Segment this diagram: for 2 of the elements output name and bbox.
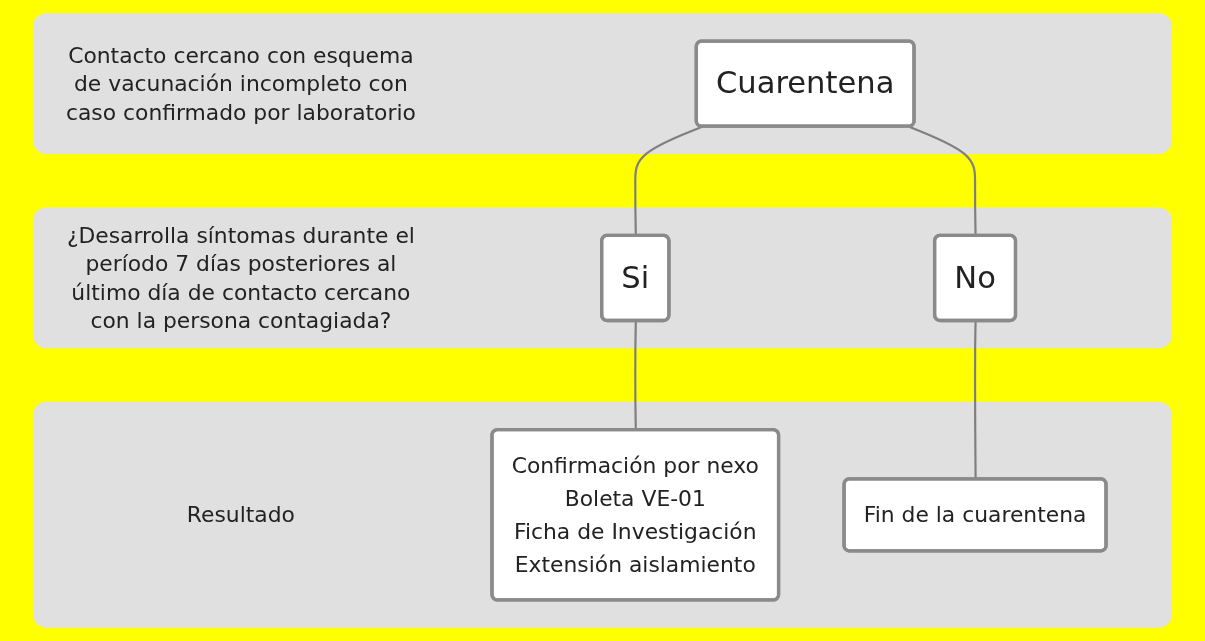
connector: [634, 125, 703, 236]
connector: [908, 125, 977, 236]
